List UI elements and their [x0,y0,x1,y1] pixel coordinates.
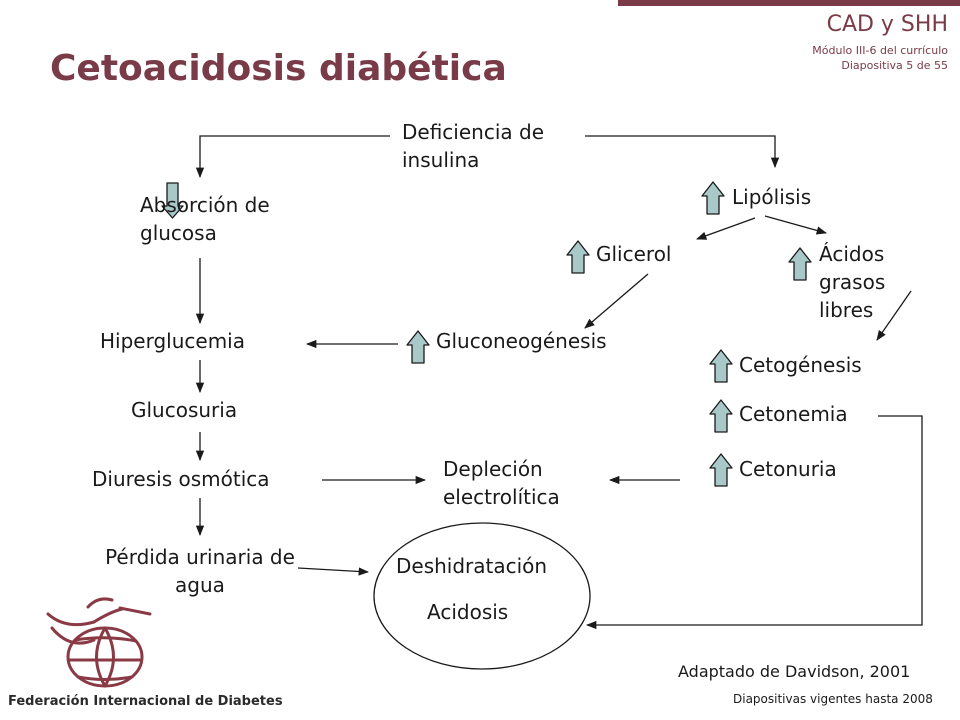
node-insulin-deficiency-line1: Deficiencia de [402,120,545,144]
up-arrow-icon [788,247,812,281]
slide-title: Cetoacidosis diabética [50,48,507,89]
node-electrolyte-depletion-line2: electrolítica [443,485,560,509]
node-hyperglycemia: Hiperglucemia [100,329,245,353]
arrow-deficiency-to-lipolysis [585,135,780,169]
node-ffa-line1: Ácidos [819,242,885,266]
validity-note: Diapositivas vigentes hasta 2008 [733,692,933,706]
up-arrow-icon [709,349,733,383]
node-water-loss-line2: agua [175,573,225,597]
arrow-ketonemia-to-acidosis [585,415,923,630]
up-arrow-icon [701,181,725,215]
node-water-loss-line1: Pérdida urinaria de [105,545,295,569]
module-label: Módulo III-6 del currículo [812,44,948,57]
deck-title: CAD y SHH [826,12,948,37]
node-ketonemia: Cetonemia [739,402,848,426]
arrow-lipolysis-to-glycerol [696,217,756,240]
node-ketonuria: Cetonuria [739,457,837,481]
node-electrolyte-depletion: Depleción electrolítica [443,455,560,511]
down-arrow-icon [161,182,184,219]
arrow-water-loss-to-dehydration [297,567,370,576]
up-arrow-icon [566,240,590,274]
node-insulin-deficiency-line2: insulina [402,148,480,172]
outcome-ellipse [373,522,591,670]
node-glycerol: Glicerol [596,242,672,266]
node-glucosuria: Glucosuria [131,398,238,422]
arrow-ffa-to-ketogenesis [876,290,912,341]
node-ketogenesis: Cetogénesis [739,353,862,377]
hummingbird-globe-logo [46,597,152,688]
node-dehydration: Deshidratación [396,554,548,578]
node-glucose-absorption: Absorción de glucosa [140,191,270,247]
node-electrolyte-depletion-line1: Depleción [443,457,543,481]
node-osmotic-diuresis: Diuresis osmótica [92,467,270,491]
up-arrow-icon [709,399,733,433]
arrow-glycerol-to-gluconeogenesis [584,273,649,329]
slide-counter: Diapositiva 5 de 55 [841,59,948,72]
up-arrow-icon [709,453,733,487]
node-gluconeogenesis: Gluconeogénesis [436,329,607,353]
organization-name: Federación Internacional de Diabetes [8,694,283,709]
node-ffa-line2: grasos [819,270,886,294]
header-bar [618,0,960,6]
node-lipolysis: Lipólisis [732,185,812,209]
node-glucose-absorption-line1: Absorción de [140,193,270,217]
node-urinary-water-loss: Pérdida urinaria de agua [50,543,350,599]
source-credit: Adaptado de Davidson, 2001 [678,662,911,681]
up-arrow-icon [406,330,430,364]
node-free-fatty-acids: Ácidos grasos libres [819,240,885,324]
node-acidosis: Acidosis [427,600,509,624]
node-glucose-absorption-line2: glucosa [140,221,217,245]
node-insulin-deficiency: Deficiencia de insulina [402,118,544,174]
arrow-lipolysis-to-ffa [764,215,828,235]
arrow-deficiency-to-absorption [195,135,390,179]
node-ffa-line3: libres [819,298,874,322]
